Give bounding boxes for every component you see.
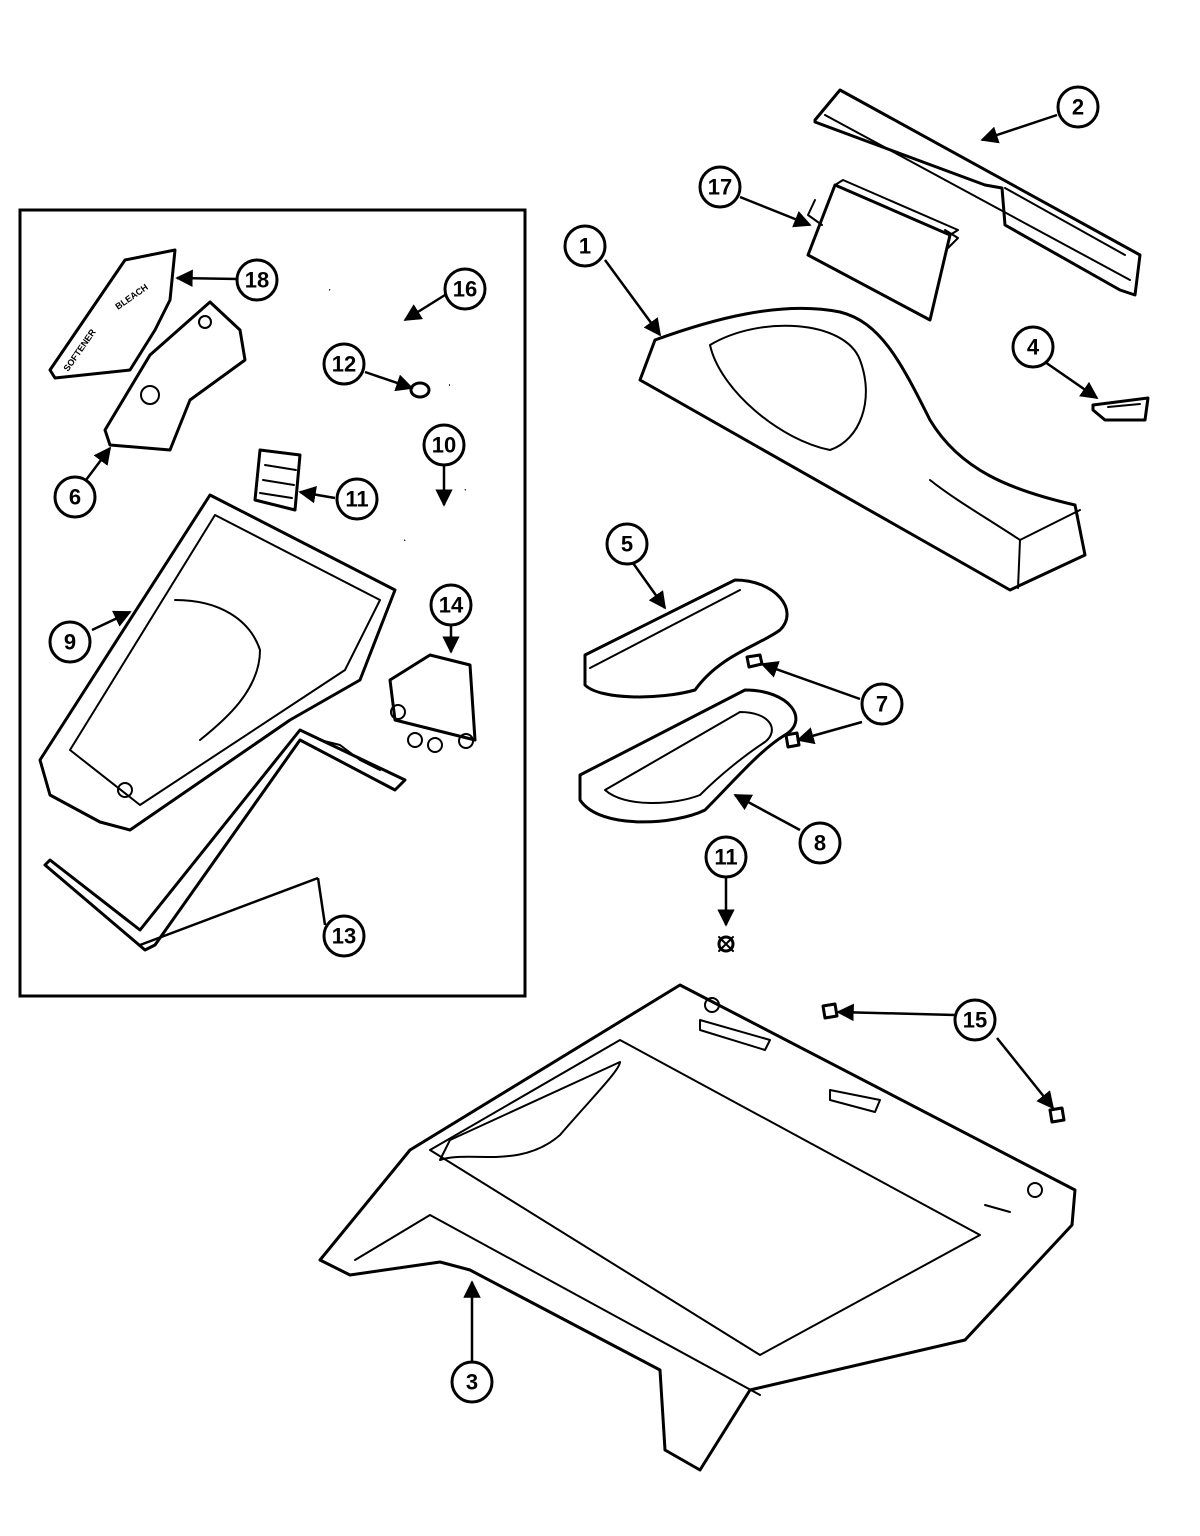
callout-9-label: 9 [64,630,76,655]
callout-3: 3 [450,1360,494,1404]
part-12-clamp [409,381,431,399]
callout-17: 17 [698,165,742,209]
part-6-dispenser-housing [103,300,247,452]
dispenser-inset-frame [18,208,527,998]
callout-14-label: 14 [439,593,464,618]
callout-16-label: 16 [453,277,477,302]
part-7-screws [745,653,801,749]
callout-17-label: 17 [708,175,732,200]
part-11-clip-lower [717,935,735,953]
callout-2-label: 2 [1072,95,1084,120]
part-5-lid [583,578,789,699]
callout-13-label: 13 [332,924,356,949]
callout-7-label: 7 [876,692,888,717]
part-8-lid-frame [578,688,798,824]
callout-14: 14 [429,583,473,627]
callout-11-lower-label: 11 [714,845,737,870]
callout-10: 10 [422,423,466,467]
part-13-bracket [43,728,407,952]
callout-1-label: 1 [579,234,591,259]
callout-15-label: 15 [963,1008,987,1033]
part-11-filter-screen [253,448,302,512]
part-10-tube [403,488,467,542]
part-2-trim-strip [813,88,1142,297]
part-3-top-panel [318,983,1077,1472]
callout-4-label: 4 [1027,335,1040,360]
part-9-dispenser-tub [38,493,397,832]
callout-18-label: 18 [245,268,269,293]
callout-1: 1 [563,224,607,268]
callout-5-label: 5 [621,532,633,557]
part-1-console [638,306,1087,592]
callout-11-upper-label: 11 [345,487,368,512]
callout-6: 6 [53,475,97,519]
part-14-water-valve [388,653,477,753]
callout-10-label: 10 [432,433,456,458]
callout-15: 15 [953,998,997,1042]
part-16-hose [329,288,471,387]
callout-5: 5 [605,522,649,566]
callout-3-label: 3 [466,1370,478,1395]
callout-7: 7 [860,682,904,726]
callout-9: 9 [48,620,92,664]
part-17-control-board [806,179,959,322]
callout-13: 13 [322,914,366,958]
callout-4: 4 [1011,325,1055,369]
callout-8: 8 [798,821,842,865]
callout-12-label: 12 [332,352,356,377]
callout-2: 2 [1056,85,1100,129]
part-4-clip [1091,396,1150,422]
callout-6-label: 6 [69,485,81,510]
callout-16: 16 [443,267,487,311]
callout-18: 18 [235,258,279,302]
callout-8-label: 8 [814,831,826,856]
leader-lines [85,113,1099,1362]
callout-11-lower: 11 [704,835,748,879]
callout-12: 12 [322,342,366,386]
callout-11-upper: 11 [335,477,379,521]
